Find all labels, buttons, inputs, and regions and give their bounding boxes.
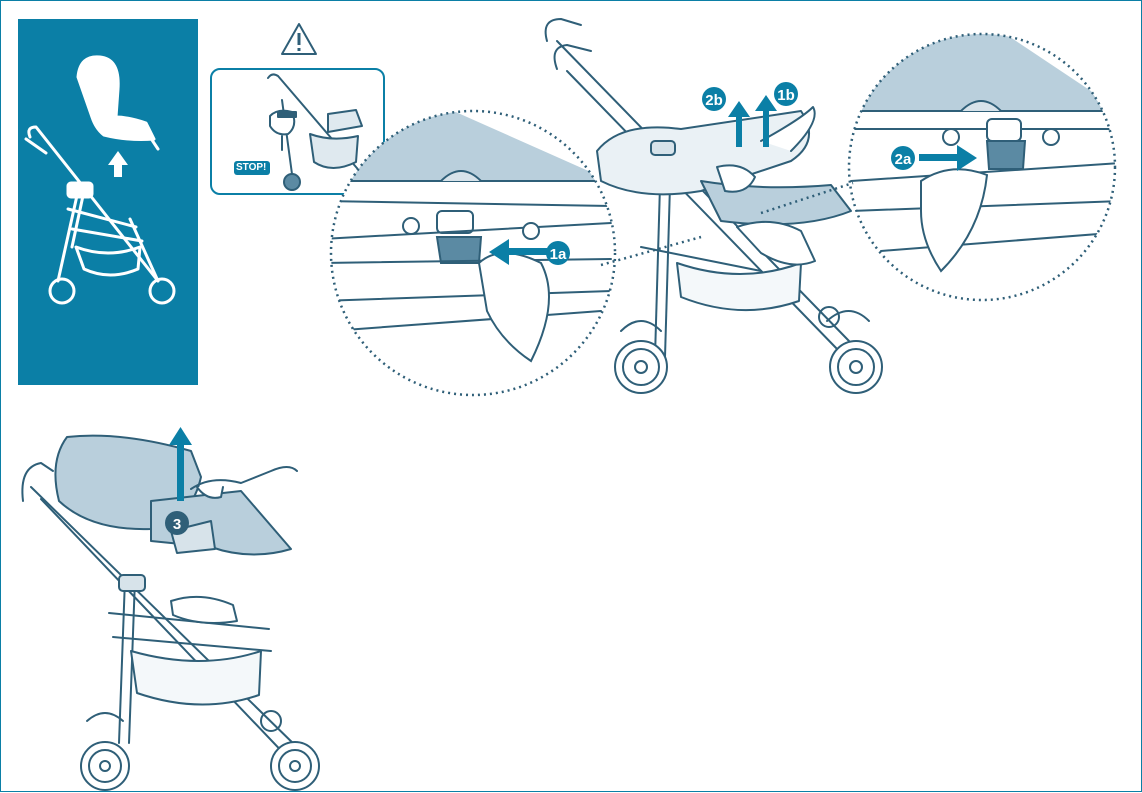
arrow-up-icon [169,427,192,501]
zoom-detail-right [849,31,1121,300]
step-badge-1b: 1b [774,82,798,106]
stroller-top [546,19,882,393]
arrow-right-icon [919,145,977,171]
zoom-connector-left [601,237,701,265]
overview-illustration [18,19,198,385]
zoom-circle-right-border [849,34,1115,300]
step-label-2b: 2b [705,92,723,109]
arrow-up-icon [108,151,128,177]
warning-box: STOP! [210,68,385,195]
step-badge-3: 3 [165,511,189,535]
step-badge-2b: 2b [702,87,726,111]
step-label-3: 3 [173,516,181,533]
overview-panel [18,19,198,385]
step-label-1a: 1a [550,246,567,263]
step-badge-2a: 2a [891,146,915,170]
overview-seat [78,57,158,149]
arrow-left-icon [489,239,547,265]
overview-stroller [26,127,174,303]
stop-label: STOP! [236,162,266,173]
step-label-1b: 1b [777,87,795,104]
arrow-up-icon [728,95,777,147]
step-label-2a: 2a [895,151,912,168]
zoom-connector-right [761,183,853,213]
warning-triangle-icon [279,21,319,57]
step-badge-1a: 1a [546,241,570,265]
stroller-bottom [22,436,319,790]
